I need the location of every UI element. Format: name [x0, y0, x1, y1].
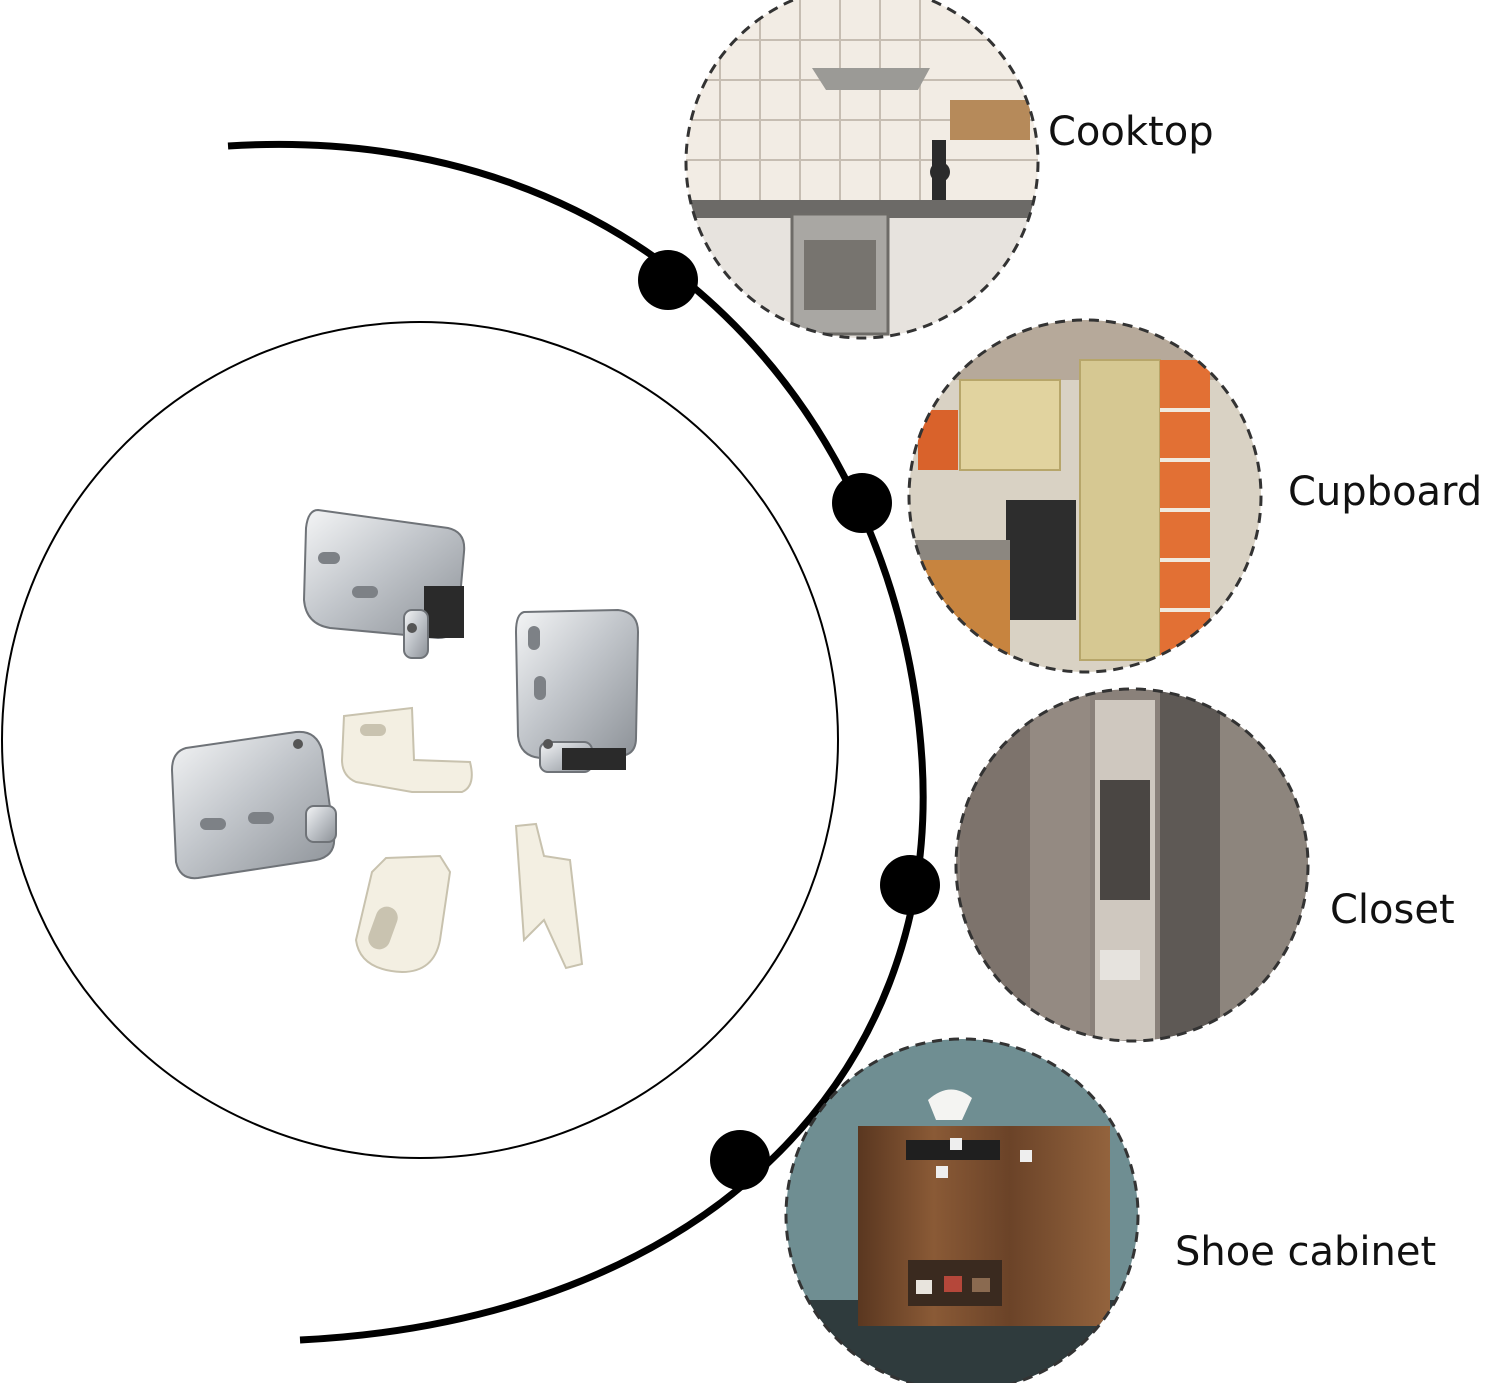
plastic-strike-icon	[514, 822, 584, 970]
cupboard-scene-image	[909, 320, 1261, 672]
cupboard-circle-border	[907, 318, 1263, 674]
metal-latch-icon	[302, 508, 466, 659]
label-cupboard: Cupboard	[1288, 469, 1483, 515]
node-dot-shoe-cabinet	[710, 1130, 770, 1190]
cooktop-scene-image	[686, 0, 1038, 338]
closet-scene-image	[956, 689, 1308, 1041]
closet-circle-border	[954, 687, 1310, 1043]
metal-latch-icon	[170, 730, 337, 880]
cooktop-circle-border	[684, 0, 1040, 340]
label-cooktop: Cooktop	[1048, 109, 1214, 155]
node-dot-cooktop	[638, 250, 698, 310]
shoe-cabinet-circle-border	[784, 1037, 1140, 1383]
timeline-arc	[227, 141, 927, 1344]
product-circle	[1, 321, 839, 1159]
shoe-cabinet-scene-image	[786, 1039, 1138, 1383]
label-shoe-cabinet: Shoe cabinet	[1175, 1229, 1437, 1275]
plastic-strike-icon	[354, 854, 452, 974]
plastic-strike-icon	[340, 706, 473, 793]
metal-latch-icon	[514, 608, 640, 773]
product-latches	[170, 508, 640, 974]
label-closet: Closet	[1330, 887, 1455, 933]
node-dot-cupboard	[832, 473, 892, 533]
node-dot-closet	[880, 855, 940, 915]
